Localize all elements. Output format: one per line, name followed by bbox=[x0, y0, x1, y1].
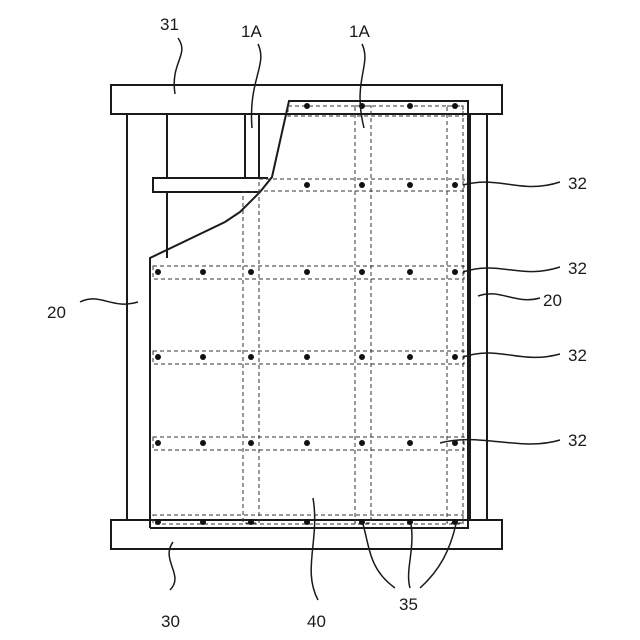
label-31: 31 bbox=[160, 15, 179, 34]
label-1a-left: 1A bbox=[241, 22, 262, 41]
dot bbox=[407, 182, 413, 188]
dot bbox=[304, 103, 310, 109]
label-20-right: 20 bbox=[543, 291, 562, 310]
dot bbox=[452, 182, 458, 188]
dot bbox=[200, 354, 206, 360]
leader-35-b bbox=[409, 524, 412, 588]
leader-20-left bbox=[80, 299, 138, 304]
dot bbox=[155, 269, 161, 275]
leader-32-a bbox=[463, 182, 560, 187]
dot bbox=[248, 519, 254, 525]
dot bbox=[452, 269, 458, 275]
leader-35-c bbox=[420, 524, 456, 588]
dot bbox=[452, 103, 458, 109]
dashed-column-3 bbox=[447, 106, 463, 523]
dot bbox=[304, 354, 310, 360]
leader-32-c bbox=[463, 353, 560, 357]
dot bbox=[407, 354, 413, 360]
dot bbox=[359, 182, 365, 188]
leader-35-a bbox=[363, 524, 395, 588]
label-20-left: 20 bbox=[47, 303, 66, 322]
dot bbox=[304, 440, 310, 446]
dot bbox=[407, 519, 413, 525]
dot bbox=[304, 182, 310, 188]
dot bbox=[304, 269, 310, 275]
dot bbox=[359, 354, 365, 360]
dot bbox=[200, 269, 206, 275]
label-32-b: 32 bbox=[568, 259, 587, 278]
dot bbox=[452, 519, 458, 525]
dot bbox=[407, 269, 413, 275]
dot bbox=[452, 354, 458, 360]
dot bbox=[155, 519, 161, 525]
label-32-a: 32 bbox=[568, 174, 587, 193]
dot bbox=[248, 269, 254, 275]
dot bbox=[407, 440, 413, 446]
top-beam bbox=[111, 85, 502, 114]
leader-32-b bbox=[463, 267, 560, 272]
dot bbox=[248, 440, 254, 446]
dot bbox=[155, 440, 161, 446]
dot bbox=[359, 519, 365, 525]
upper-left-arm bbox=[153, 178, 268, 192]
dot bbox=[248, 354, 254, 360]
dot bbox=[359, 269, 365, 275]
dot bbox=[200, 440, 206, 446]
dot bbox=[200, 519, 206, 525]
label-30: 30 bbox=[161, 612, 180, 631]
label-40: 40 bbox=[307, 612, 326, 631]
dot bbox=[304, 519, 310, 525]
label-1a-right: 1A bbox=[349, 22, 370, 41]
dot bbox=[155, 354, 161, 360]
dashed-column-2 bbox=[355, 106, 371, 523]
leader-32-d bbox=[440, 440, 560, 444]
fastener-dots bbox=[155, 103, 458, 525]
dot bbox=[407, 103, 413, 109]
label-35: 35 bbox=[399, 595, 418, 614]
label-32-c: 32 bbox=[568, 346, 587, 365]
label-32-d: 32 bbox=[568, 431, 587, 450]
panel-outline bbox=[150, 101, 468, 528]
dot bbox=[359, 440, 365, 446]
